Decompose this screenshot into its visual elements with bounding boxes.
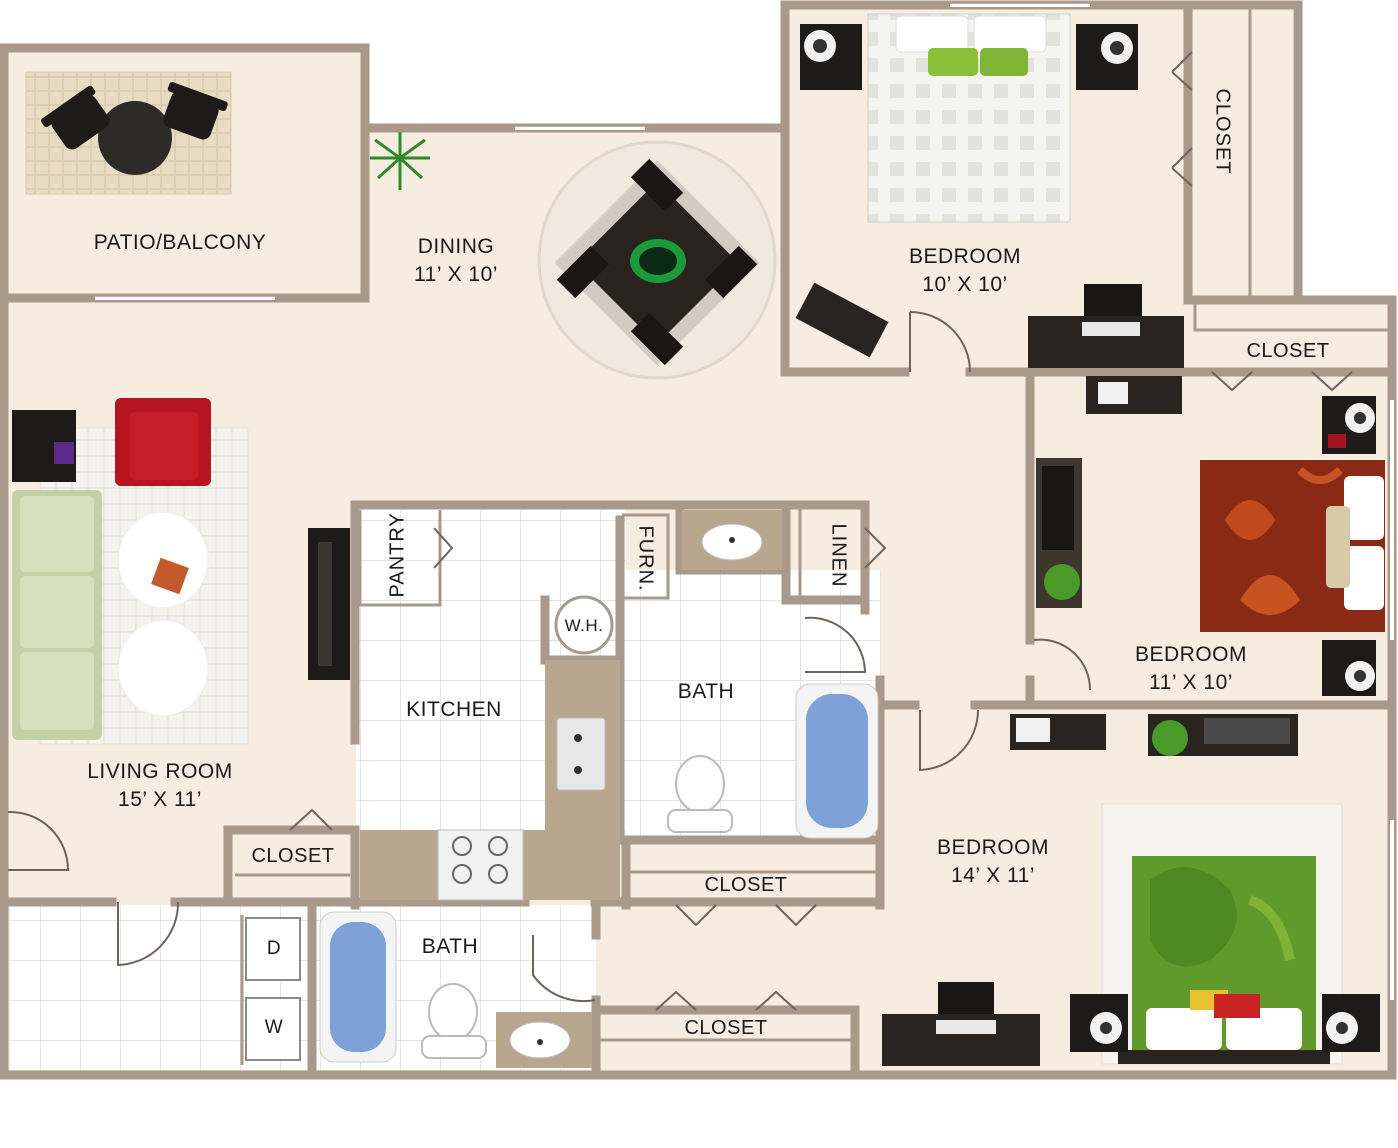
living-room-furniture	[12, 398, 350, 745]
furnace-label: FURN.	[634, 525, 657, 592]
dryer-label: D	[266, 938, 282, 959]
kitchen-label: KITCHEN	[398, 696, 510, 724]
linen-label: LINEN	[827, 523, 850, 588]
bath-bottom-name: BATH	[421, 935, 479, 958]
patio-name: PATIO/BALCONY	[93, 231, 267, 254]
living-room-label: LIVING ROOM 15’ X 11’	[76, 758, 244, 814]
bottom-bedroom-furniture	[882, 714, 1380, 1066]
doors	[7, 51, 1353, 1011]
bedroom-right-size: 11’ X 10’	[1149, 671, 1233, 694]
bedroom-top-size: 10’ X 10’	[922, 273, 1008, 296]
closet-living-label: CLOSET	[251, 845, 335, 867]
right-bedroom-furniture	[1036, 376, 1385, 696]
dining-set	[370, 132, 777, 380]
bedroom-right-name: BEDROOM	[1134, 643, 1247, 666]
bath-center-label: BATH	[666, 678, 746, 706]
bedroom-top-label: BEDROOM 10’ X 10’	[898, 243, 1032, 299]
patio-label: PATIO/BALCONY	[88, 229, 272, 257]
kitchen-name: KITCHEN	[406, 698, 502, 721]
water-heater-label: W.H.	[564, 616, 604, 635]
patio-furniture	[25, 71, 232, 195]
closet-hall-label: CLOSET	[704, 874, 788, 896]
dining-size: 11’ X 10’	[414, 263, 498, 286]
bath-fixtures	[245, 510, 879, 1068]
bath-bottom-label: BATH	[410, 933, 490, 961]
bedroom-bottom-name: BEDROOM	[936, 836, 1049, 859]
living-room-size: 15’ X 11’	[118, 788, 202, 811]
washer-label: W	[264, 1017, 284, 1038]
bedroom-bottom-size: 14’ X 11’	[951, 864, 1035, 887]
top-bedroom-furniture	[795, 13, 1184, 368]
bedroom-right-label: BEDROOM 11’ X 10’	[1124, 641, 1258, 697]
bath-center-name: BATH	[677, 680, 735, 703]
bedroom-bottom-label: BEDROOM 14’ X 11’	[926, 834, 1060, 890]
pantry-label: PANTRY	[386, 512, 409, 598]
kitchen-fixtures	[360, 595, 620, 901]
closet-right-bedroom-label: CLOSET	[1246, 340, 1330, 362]
closet-bottom-label: CLOSET	[684, 1017, 768, 1039]
dining-name: DINING	[417, 235, 495, 258]
dining-label: DINING 11’ X 10’	[396, 233, 516, 289]
closet-top-bedroom-label: CLOSET	[1211, 88, 1234, 175]
bedroom-top-name: BEDROOM	[908, 245, 1021, 268]
living-room-name: LIVING ROOM	[87, 760, 233, 783]
